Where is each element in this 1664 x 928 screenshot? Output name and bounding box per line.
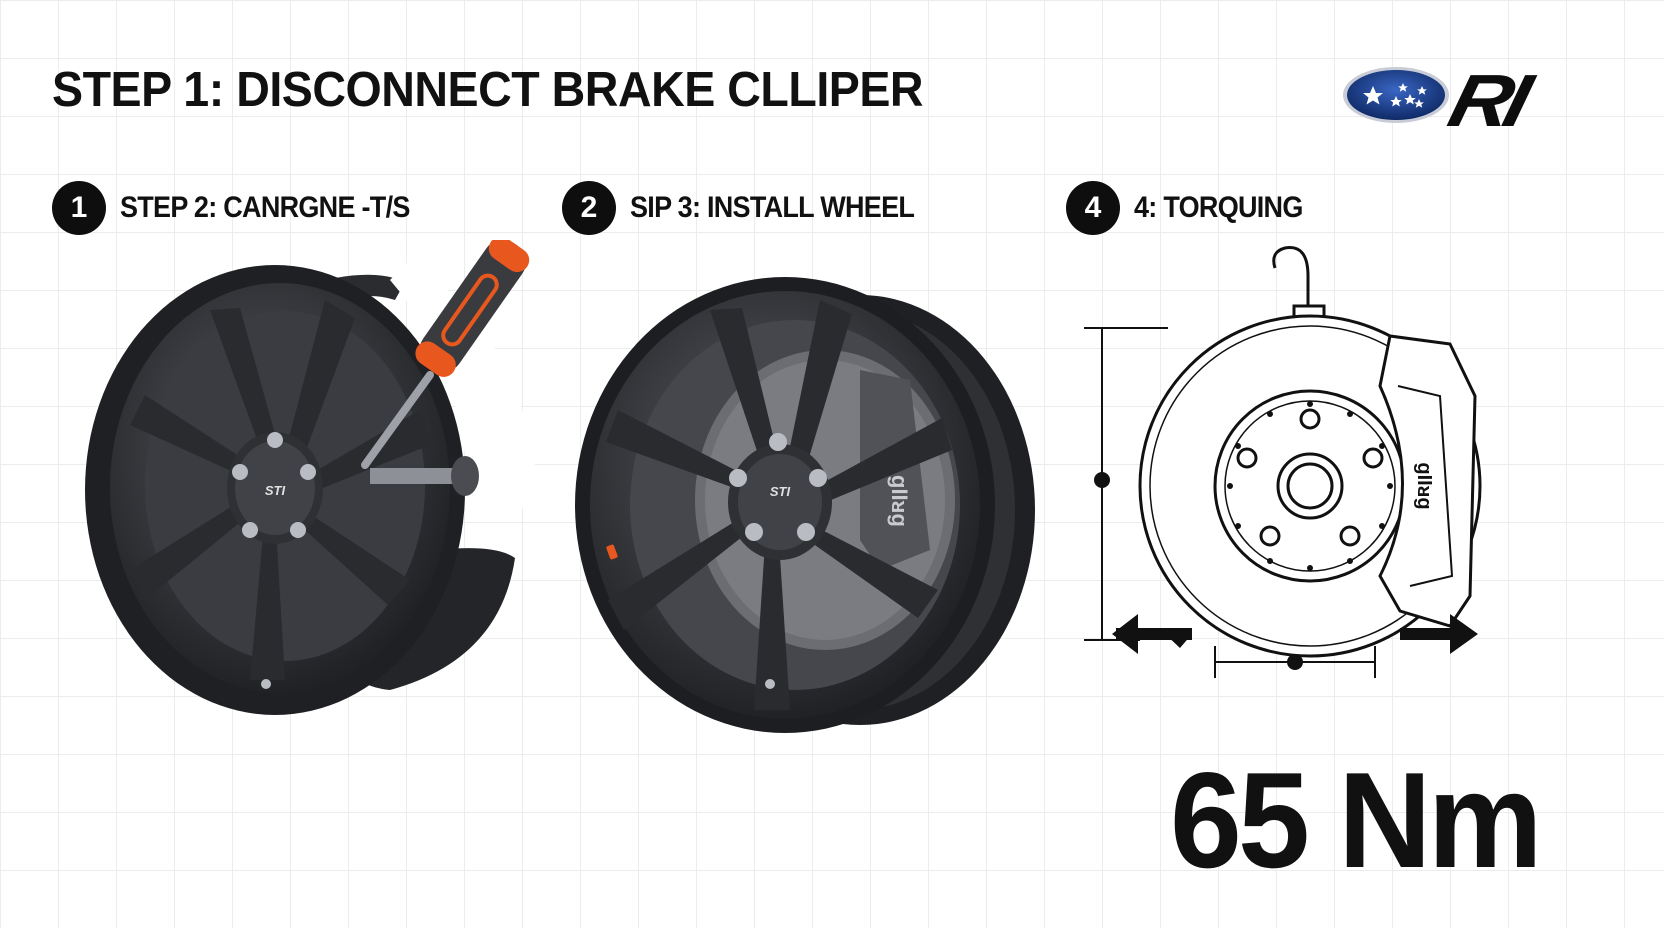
brake-rotor-diagram-icon: ɡIIᴚɡ [1084,246,1482,678]
step-number-badge: 4 [1066,181,1120,235]
hub-badge: STI [265,483,286,498]
step-label: SIP 3: INSTALL WHEEL [630,191,915,224]
alloy-wheel-icon: ɡIIᴚɡ STI [575,277,1035,733]
wheel-removal-illustration: STI [70,240,560,740]
hook-icon [1272,246,1310,306]
step-3-header: 4 4: TORQUING [1066,180,1321,236]
step-number-badge: 1 [52,181,106,235]
caliper-text: ɡIIᴚɡ [887,475,912,527]
brand-logo: RI [1340,59,1610,142]
wheel-install-illustration: ɡIIᴚɡ STI [570,270,1040,740]
step-1-header: 1 STEP 2: CANRGNE -T/S [52,180,442,236]
step-label: STEP 2: CANRGNE -T/S [120,191,410,224]
hub-badge: STI [770,484,791,499]
caliper-text: ɡIIᴚɡ [1413,462,1435,509]
page-title: STEP 1: DISCONNECT BRAKE CLLIPER [52,63,924,117]
screwdriver-icon [361,240,530,469]
step-number-badge: 2 [562,181,616,235]
subaru-emblem-icon [1343,67,1449,123]
brake-diagram: ɡIIᴚɡ [1080,236,1580,706]
torque-value: 65 Nm [1170,744,1543,896]
step-label: 4: TORQUING [1134,191,1303,224]
step-2-header: 2 SIP 3: INSTALL WHEEL [562,180,946,236]
alloy-wheel-icon: STI [85,260,540,715]
